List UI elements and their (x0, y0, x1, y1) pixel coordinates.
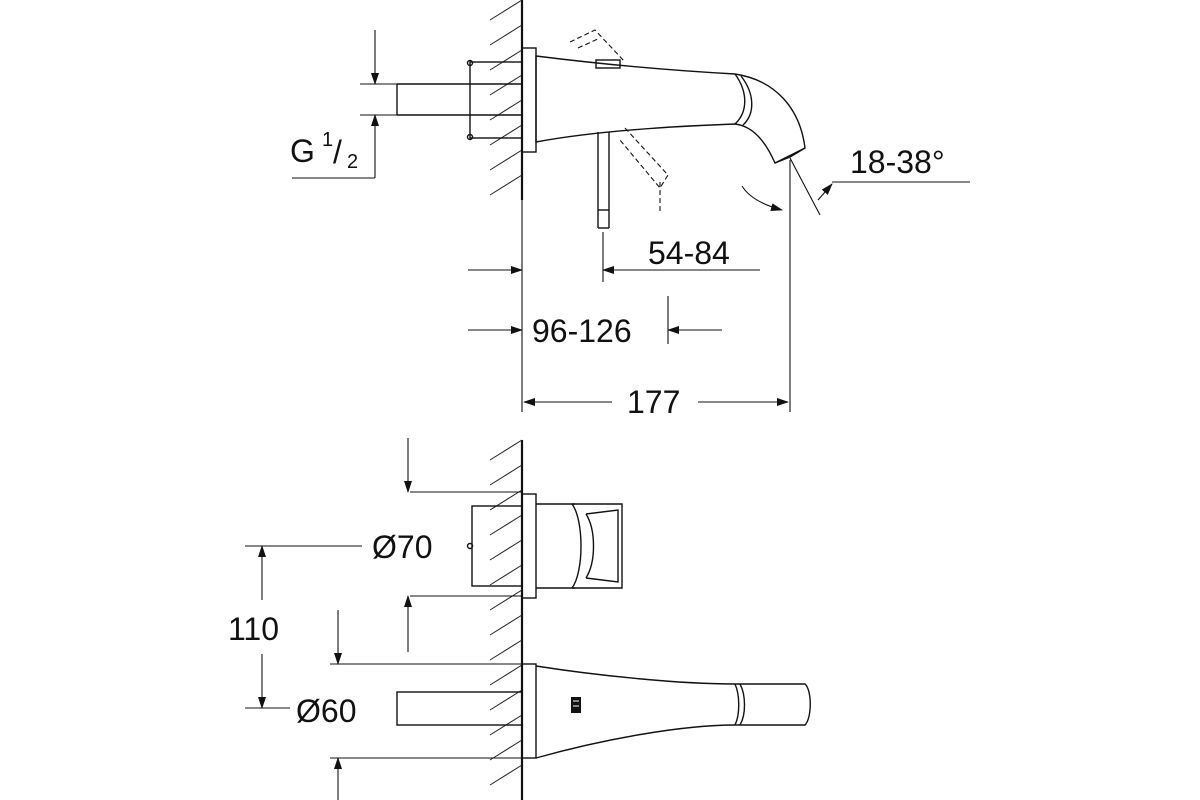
rosette-plate (521, 47, 537, 153)
lever-alternate-position (569, 29, 669, 212)
angle-label: 18-38° (850, 144, 945, 180)
wall-section-top (489, 0, 524, 200)
lever-projection-label: 54-84 (648, 235, 730, 271)
top-view: Ø70 110 Ø60 (228, 438, 811, 800)
spout-body (535, 55, 806, 164)
installation-depth-label: 96-126 (532, 313, 632, 349)
thread-fraction-denominator: 2 (347, 151, 358, 173)
spout-top-view (396, 663, 811, 759)
lever (597, 132, 610, 229)
inlet-pipe (396, 59, 523, 141)
angle-dimension (741, 157, 970, 412)
lever-projection-dimension (602, 232, 760, 282)
center-distance-dimension (245, 545, 290, 709)
thread-dimension (292, 30, 397, 179)
rosette-diameter-label: Ø70 (372, 529, 432, 565)
thread-fraction-slash: / (333, 134, 342, 170)
spout-rosette-diameter-dimension (330, 610, 522, 800)
thread-label: G (290, 133, 315, 169)
side-view: G 1 / 2 18-38° 54-84 96-126 (290, 0, 970, 420)
spout-length-label: 177 (627, 384, 680, 420)
wall-section-bottom (489, 439, 524, 800)
spout-rosette-diameter-label: Ø60 (296, 693, 356, 729)
center-distance-label: 110 (228, 611, 279, 647)
mixer-body (466, 493, 623, 599)
thread-fraction-numerator: 1 (322, 129, 333, 151)
